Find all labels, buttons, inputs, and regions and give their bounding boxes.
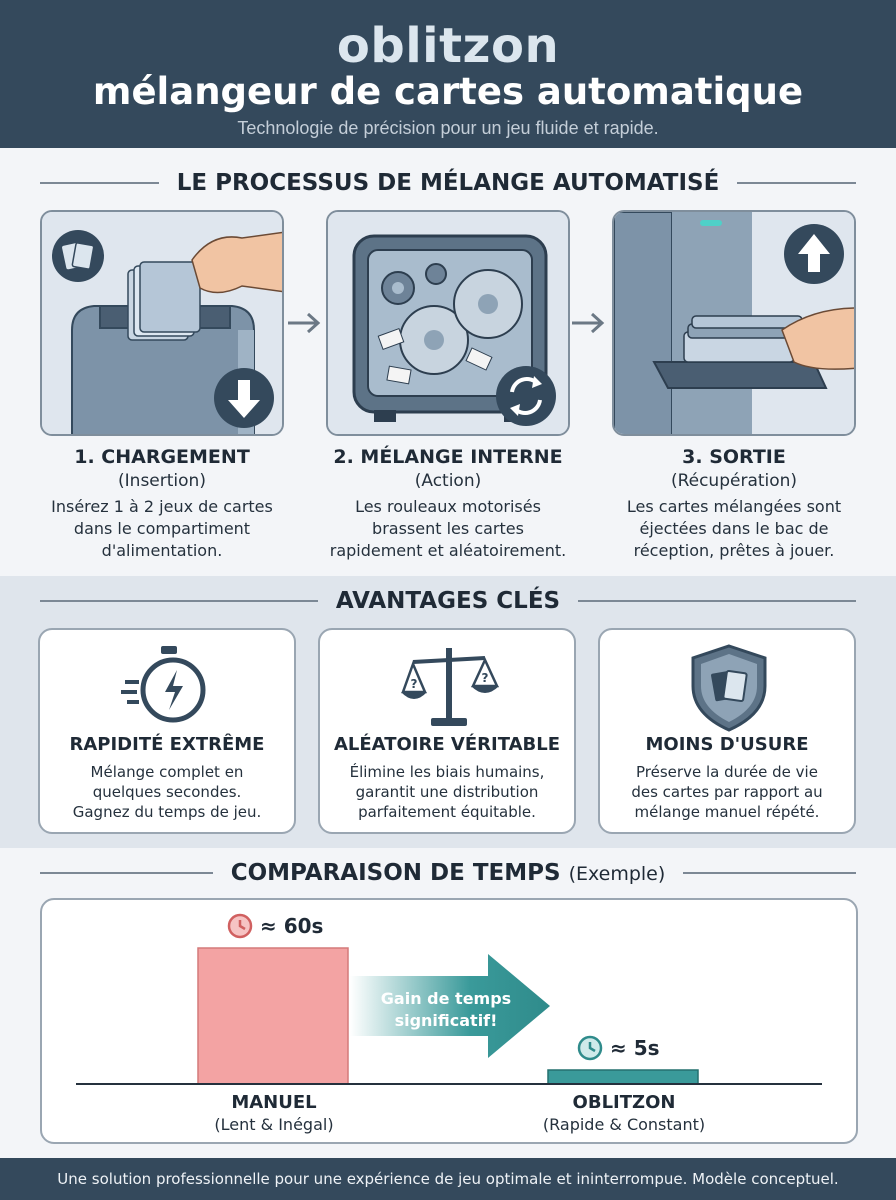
step-1: 1. CHARGEMENT (Insertion) Insérez 1 à 2 … (32, 446, 292, 562)
step-3-desc-line: éjectées dans le bac de (639, 519, 829, 538)
advantage-title: RAPIDITÉ EXTRÊME (69, 734, 265, 755)
step-2-desc-line: rapidement et aléatoirement. (329, 541, 567, 560)
step-3-desc-line: réception, prêtes à jouer. (633, 541, 835, 560)
advantage-description: Élimine les biais humains, garantit une … (328, 762, 566, 822)
bar-value-label: ≈ 5s (576, 1034, 660, 1062)
step-3-illustration (612, 210, 856, 436)
advantage-desc-line: Élimine les biais humains, (349, 763, 545, 781)
comparison-title-note: (Exemple) (568, 863, 666, 885)
clock-icon (227, 913, 253, 939)
advantage-title: ALÉATOIRE VÉRITABLE (333, 734, 560, 755)
step-1-desc-line: dans le compartiment (73, 519, 251, 538)
advantage-description: Mélange complet en quelques secondes. Ga… (48, 762, 286, 822)
step-2-subtitle: (Action) (414, 471, 482, 491)
step-2-desc-line: brassent les cartes (372, 519, 524, 538)
advantage-card-speed: RAPIDITÉ EXTRÊME Mélange complet en quel… (38, 628, 296, 834)
tagline: Technologie de précision pour un jeu flu… (237, 118, 659, 138)
step-1-description: Insérez 1 à 2 jeux de cartes dans le com… (32, 496, 292, 562)
category-sublabel: (Rapide & Constant) (542, 1115, 706, 1134)
advantage-card-wear: MOINS D'USURE Préserve la durée de vie d… (598, 628, 856, 834)
stopwatch-icon (121, 646, 206, 723)
advantage-desc-line: mélange manuel répété. (634, 803, 820, 821)
step-2-description: Les rouleaux motorisés brassent les cart… (318, 496, 578, 562)
step-1-illustration (40, 210, 284, 436)
arrow-right-icon (288, 312, 321, 334)
bar-category-manual: MANUEL (Lent & Inégal) (172, 1092, 376, 1134)
step-3-description: Les cartes mélangées sont éjectées dans … (604, 496, 864, 562)
advantage-desc-line: parfaitement équitable. (358, 803, 536, 821)
advantage-desc-line: des cartes par rapport au (631, 783, 823, 801)
comparison-title-text: COMPARAISON DE TEMPS (230, 860, 561, 886)
svg-text:?: ? (482, 671, 489, 685)
clock-icon (577, 1035, 603, 1061)
bar-value-label: ≈ 60s (226, 912, 323, 940)
advantage-description: Préserve la durée de vie des cartes par … (608, 762, 846, 822)
header: oblitzon mélangeur de cartes automatique… (0, 0, 896, 148)
category-label: MANUEL (231, 1092, 317, 1113)
shield-icon (691, 644, 767, 732)
category-sublabel: (Lent & Inégal) (214, 1115, 334, 1134)
advantages-title: AVANTAGES CLÉS (335, 588, 561, 614)
process-heading: LE PROCESSUS DE MÉLANGE AUTOMATISÉ (0, 170, 896, 196)
step-1-desc-line: Insérez 1 à 2 jeux de cartes (51, 497, 273, 516)
advantage-title: MOINS D'USURE (645, 734, 809, 755)
advantage-desc-line: garantit une distribution (355, 783, 539, 801)
step-2-desc-line: Les rouleaux motorisés (355, 497, 541, 516)
comparison-heading: COMPARAISON DE TEMPS (Exemple) (0, 860, 896, 886)
process-title: LE PROCESSUS DE MÉLANGE AUTOMATISÉ (176, 170, 720, 196)
advantage-desc-line: Gagnez du temps de jeu. (72, 803, 262, 821)
bar-value-text: ≈ 60s (260, 914, 324, 938)
step-3: 3. SORTIE (Récupération) Les cartes méla… (604, 446, 864, 562)
advantage-desc-line: quelques secondes. (92, 783, 242, 801)
step-3-title: 3. SORTIE (682, 446, 786, 468)
arrow-right-icon (572, 312, 605, 334)
page-title: mélangeur de cartes automatique (92, 70, 804, 113)
footer: Une solution professionnelle pour une ex… (0, 1158, 896, 1200)
step-1-subtitle: (Insertion) (118, 471, 206, 491)
advantage-desc-line: Mélange complet en (90, 763, 244, 781)
step-1-desc-line: d'alimentation. (101, 541, 223, 560)
step-3-desc-line: Les cartes mélangées sont (626, 497, 842, 516)
advantage-card-randomness: ? ? ALÉATOIRE VÉRITABLE Élimine les biai… (318, 628, 576, 834)
svg-text:?: ? (411, 677, 418, 691)
advantage-desc-line: Préserve la durée de vie (636, 763, 818, 781)
advantages-heading: AVANTAGES CLÉS (0, 588, 896, 614)
bar-category-oblitzon: OBLITZON (Rapide & Constant) (512, 1092, 736, 1134)
brand-name: oblitzon (336, 18, 560, 74)
step-1-title: 1. CHARGEMENT (74, 446, 250, 468)
step-2-illustration (326, 210, 570, 436)
comparison-title: COMPARAISON DE TEMPS (Exemple) (213, 860, 684, 886)
bar-value-text: ≈ 5s (610, 1036, 660, 1060)
balance-scale-icon: ? ? (401, 648, 499, 726)
step-2-title: 2. MÉLANGE INTERNE (333, 446, 563, 468)
step-2: 2. MÉLANGE INTERNE (Action) Les rouleaux… (318, 446, 578, 562)
step-3-subtitle: (Récupération) (670, 471, 798, 491)
category-label: OBLITZON (572, 1092, 676, 1113)
